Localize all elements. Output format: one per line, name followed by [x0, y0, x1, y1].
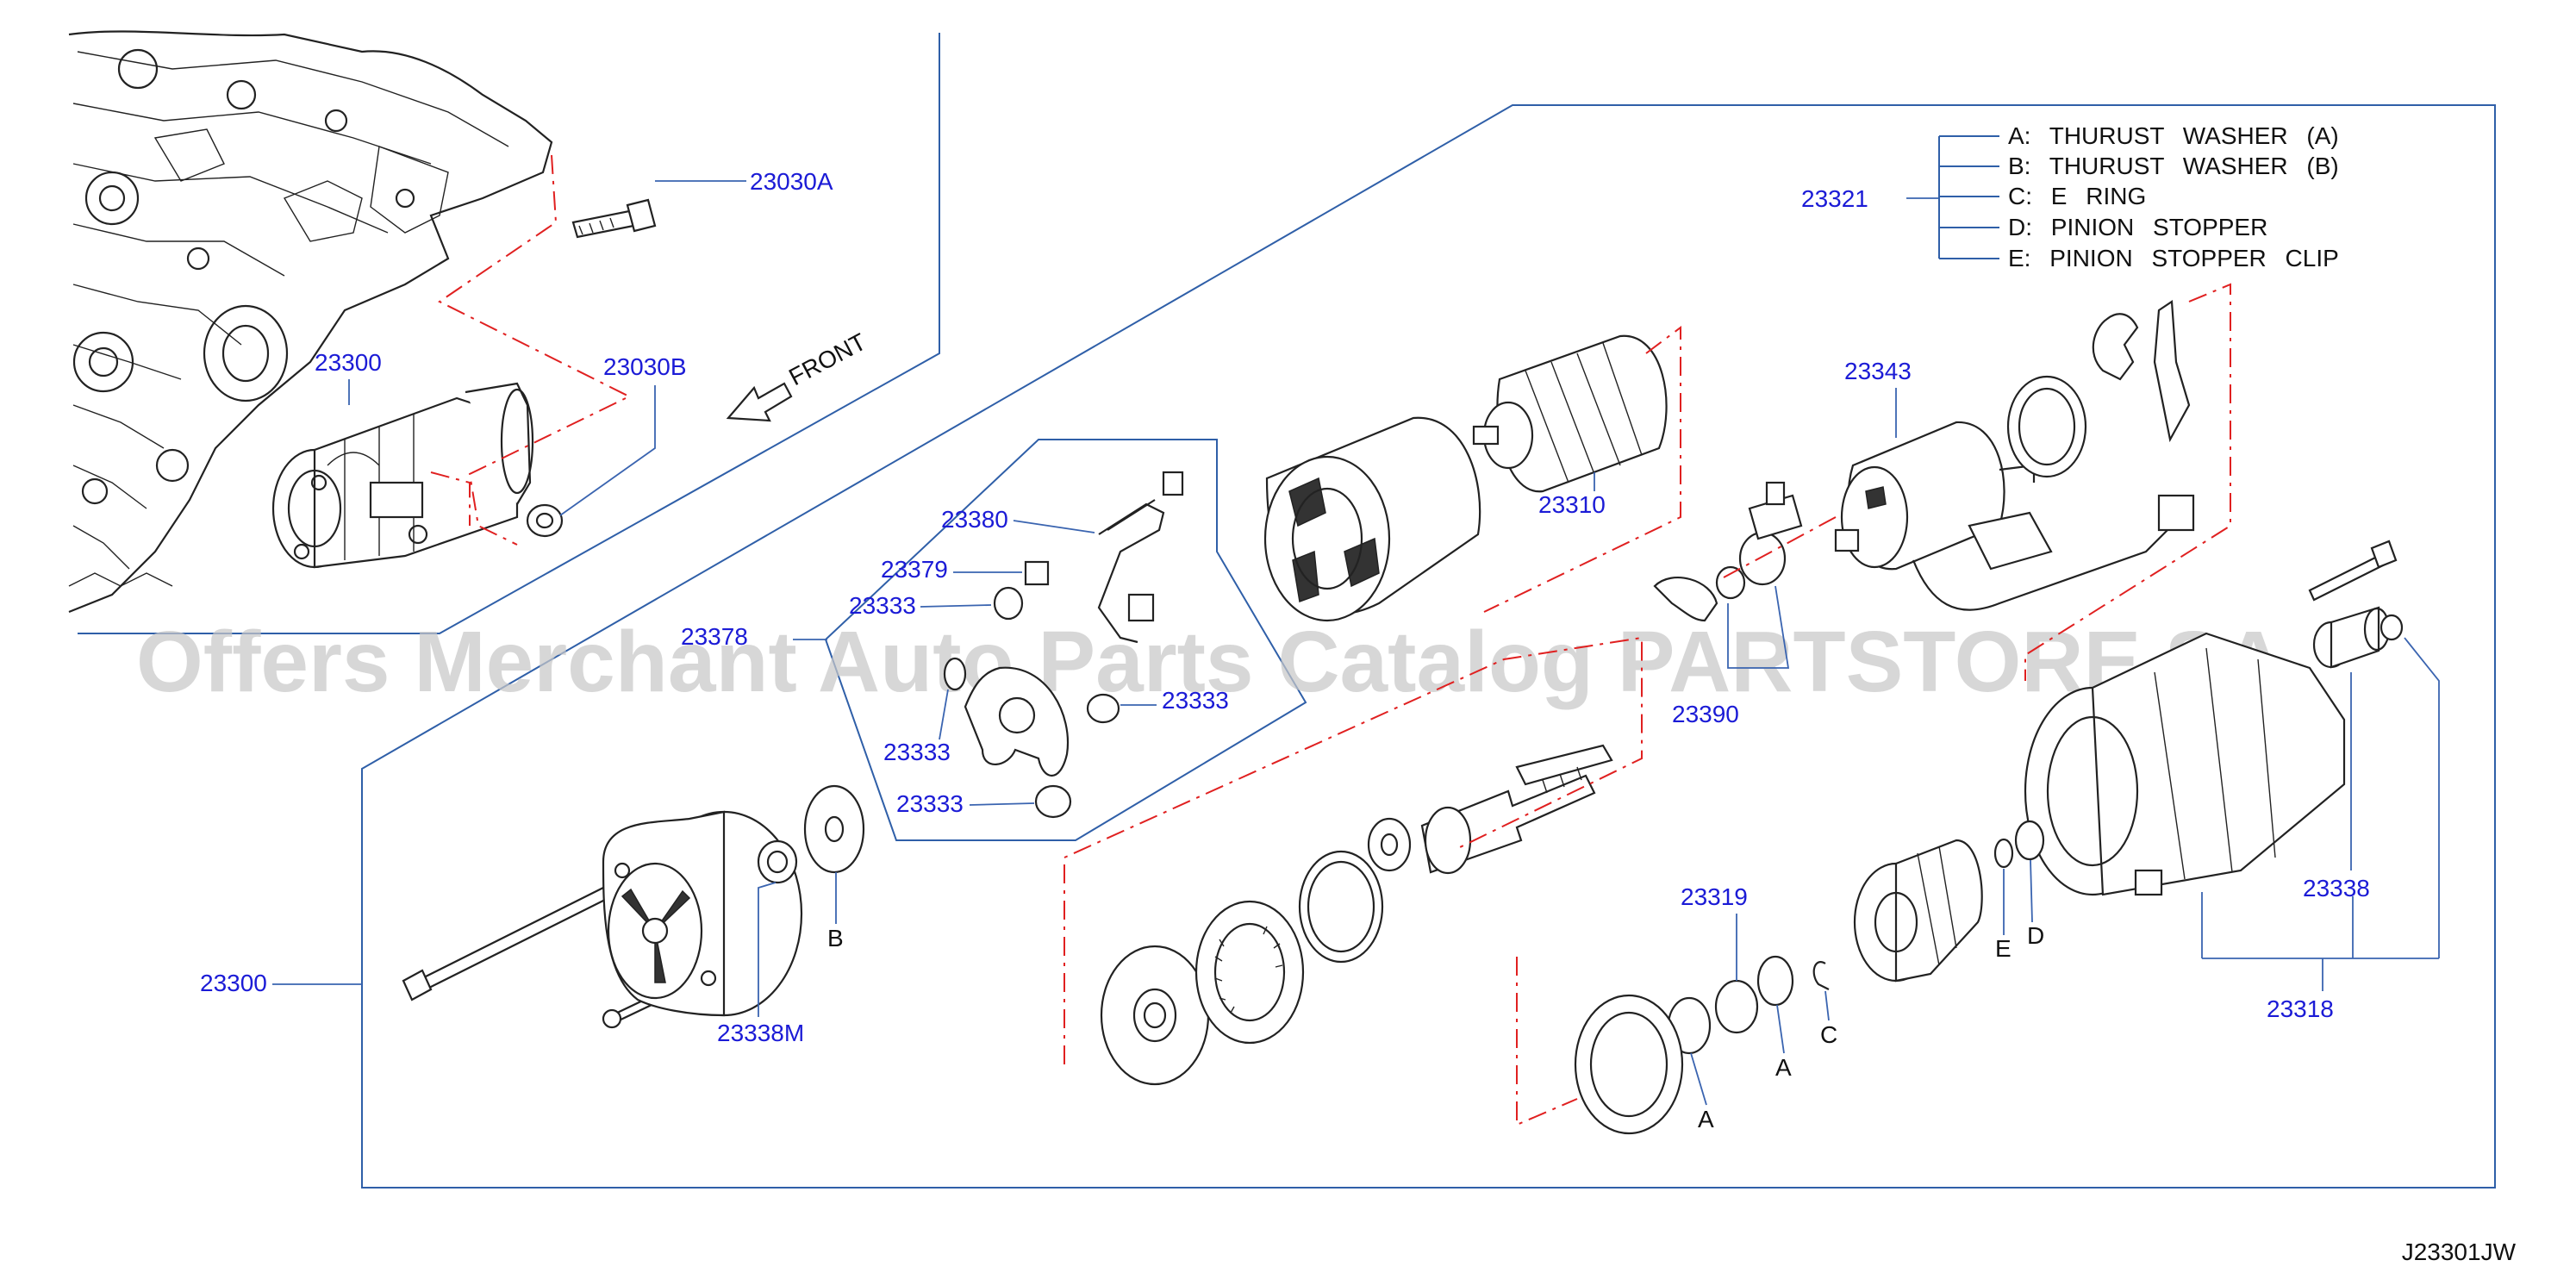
front-cover-part: [1574, 994, 1684, 1135]
rear-bushing-part: [757, 839, 798, 884]
callout-23030a[interactable]: 23030A: [750, 168, 833, 195]
engine-frame-line: [78, 33, 940, 634]
callout-23333-c[interactable]: 23333: [883, 739, 951, 765]
callout-23300-assy[interactable]: 23300: [200, 970, 267, 996]
yoke-field-frame: [1263, 416, 1481, 622]
planet-gear-part: [1367, 817, 1412, 872]
callout-23030b[interactable]: 23030B: [603, 353, 687, 380]
callout-23318[interactable]: 23318: [2267, 995, 2334, 1022]
phantom-line-solenoid-link: [1723, 516, 1837, 578]
letter-a-lower: A: [1698, 1106, 1714, 1132]
callout-23378[interactable]: 23378: [681, 623, 748, 650]
callout-23380[interactable]: 23380: [941, 506, 1008, 533]
thrust-washer-a-part: [1756, 955, 1794, 1007]
armature-part: [1472, 334, 1668, 493]
pinion-stopper-part: [2014, 820, 2045, 861]
brush-assembly-frame: [824, 439, 1307, 841]
callout-23333-a[interactable]: 23333: [849, 592, 916, 619]
engine-block-illustration: [68, 30, 553, 614]
letter-e: E: [1995, 935, 2012, 962]
callout-23338[interactable]: 23338: [2303, 875, 2370, 902]
phantom-line-armature: [1483, 326, 1681, 613]
leader-letter-a-upper: [1776, 1004, 1785, 1054]
solenoid-part: [1834, 421, 2036, 571]
leader-letter-c: [1824, 990, 1830, 1021]
leader-23338m: [758, 882, 777, 1017]
small-ring-part: [2380, 614, 2404, 641]
center-bearing-plate: [1100, 945, 1210, 1086]
pinion-stopper-clip-part: [1993, 838, 2014, 869]
internal-gear-part: [1194, 900, 1305, 1045]
wire-lead-part: [1912, 494, 2195, 611]
callout-23343[interactable]: 23343: [1844, 358, 1912, 384]
end-frame-screw: [602, 996, 653, 1029]
leader-23030b: [559, 385, 656, 516]
callout-23310[interactable]: 23310: [1538, 491, 1606, 518]
letter-c: C: [1820, 1021, 1837, 1048]
solenoid-spring-part: [2006, 375, 2087, 478]
through-bolt: [402, 886, 610, 1001]
legend-item-d: D: PINION STOPPER: [2008, 214, 2267, 240]
phantom-line-front: [1516, 957, 1578, 1126]
callout-23319[interactable]: 23319: [1681, 883, 1748, 910]
gasket-ring-part: [1298, 850, 1384, 964]
legend-item-e: E: PINION STOPPER CLIP: [2008, 245, 2339, 271]
phantom-line-shaft: [1063, 636, 1643, 1064]
leader-23390: [1727, 585, 1790, 669]
watermark-text: Offers Merchant Auto Parts Catalog PARTS…: [136, 614, 2285, 710]
legend-item-b: B: THURUST WASHER (B): [2008, 153, 2339, 179]
leader-23333-a: [920, 604, 992, 608]
diagram-code: J23301JW: [2402, 1238, 2517, 1265]
shaft-washer-part: [1714, 979, 1759, 1034]
pinion-shaft-part: [1420, 744, 1613, 875]
leader-23318: [2201, 637, 2440, 991]
gear-case-part: [2024, 632, 2346, 896]
callout-23379[interactable]: 23379: [881, 556, 948, 583]
phantom-line-starter: [430, 471, 471, 526]
brush-plate-part: [964, 666, 1070, 777]
legend-item-c: C: E RING: [2008, 183, 2146, 209]
callout-23338m[interactable]: 23338M: [717, 1020, 804, 1046]
callout-23333-b[interactable]: 23333: [1162, 687, 1229, 714]
legend-bracket: [1938, 135, 1999, 259]
pinion-clip-parts: [2092, 300, 2191, 443]
brush-parts: [943, 586, 1120, 819]
letter-a-upper: A: [1775, 1054, 1792, 1081]
callout-23333-d[interactable]: 23333: [896, 790, 964, 817]
front-arrow-icon: [726, 382, 793, 422]
leader-23333-d: [969, 802, 1035, 806]
leader-23380: [1013, 520, 1095, 533]
callout-23300-mounted[interactable]: 23300: [315, 349, 382, 376]
brush-spring-plate-part: [1097, 471, 1184, 644]
mounted-starter-illustration: [271, 382, 534, 569]
leader-letter-d: [2030, 859, 2033, 923]
engine-mount-nut: [526, 503, 564, 538]
front-label: FRONT: [784, 328, 870, 391]
exploded-view-frame: [361, 104, 2496, 1189]
pinion-drive-part: [1853, 839, 1983, 983]
lever-set-part: [1653, 481, 1803, 622]
engine-mount-bolt: [571, 198, 657, 239]
legend-item-a: A: THURUST WASHER (A): [2008, 122, 2339, 149]
gear-case-bolt: [2308, 540, 2398, 602]
callout-23390[interactable]: 23390: [1672, 701, 1739, 727]
leader-23333-c: [939, 689, 949, 740]
callout-23321[interactable]: 23321: [1801, 185, 1868, 212]
letter-b: B: [827, 925, 844, 951]
letter-d: D: [2027, 922, 2044, 949]
plunger-bracket-part: [1968, 511, 2053, 571]
bushing-part: [2312, 606, 2391, 669]
brush-holder-part: [1024, 560, 1050, 586]
rear-end-frame: [602, 810, 803, 1017]
e-ring-part: [1812, 961, 1830, 990]
leader-letter-a-lower: [1690, 1052, 1707, 1106]
thrust-washer-b-part: [803, 784, 865, 874]
